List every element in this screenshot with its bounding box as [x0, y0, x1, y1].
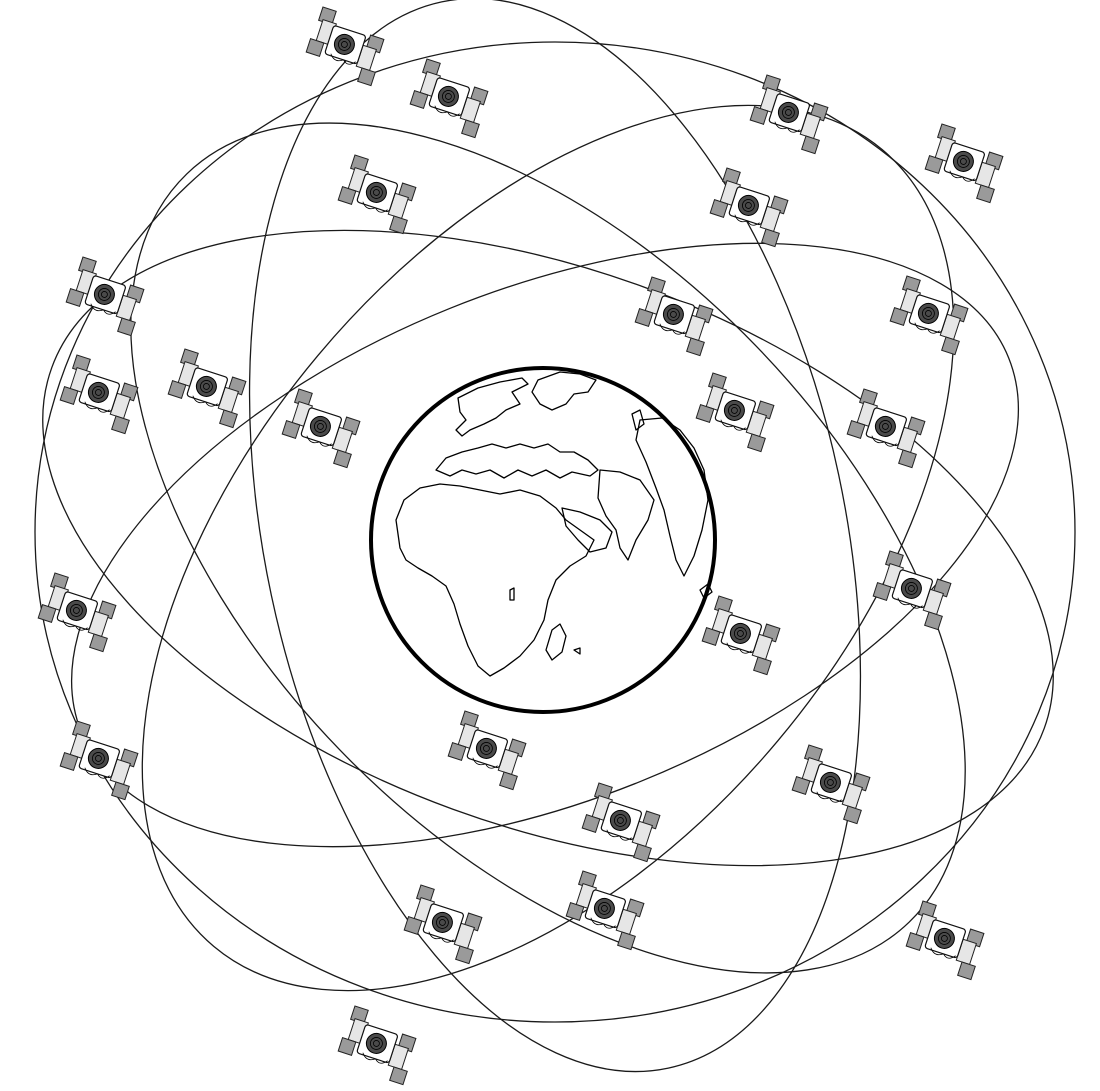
orbit-path [34, 41, 1076, 1023]
satellite-icon [705, 166, 795, 248]
satellite-icon [577, 781, 667, 863]
satellite-icon [787, 743, 877, 825]
satellite-icon [697, 594, 787, 676]
satellite-icon [405, 57, 495, 139]
satellite-icon [868, 549, 958, 631]
satellite-icon [842, 387, 932, 469]
satellite-icon [443, 709, 533, 791]
orbit-path [248, 0, 862, 1073]
satellite-icon [901, 899, 991, 981]
globe-africa-europe-icon [369, 366, 717, 714]
satellite-icon [745, 73, 835, 155]
satellite-icon [630, 275, 720, 357]
satellite-icon [333, 153, 423, 235]
satellite-icon [691, 371, 781, 453]
satellite-icon [333, 1004, 423, 1086]
satellite-icon [55, 719, 145, 801]
satellite-icon [277, 387, 367, 469]
orbit-path [42, 229, 1054, 867]
satellite-icon [163, 347, 253, 429]
satellite-icon [399, 883, 489, 965]
satellite-icon [920, 122, 1010, 204]
satellite-icon [885, 274, 975, 356]
satellite-icon [55, 353, 145, 435]
satellite-icon [301, 5, 391, 87]
